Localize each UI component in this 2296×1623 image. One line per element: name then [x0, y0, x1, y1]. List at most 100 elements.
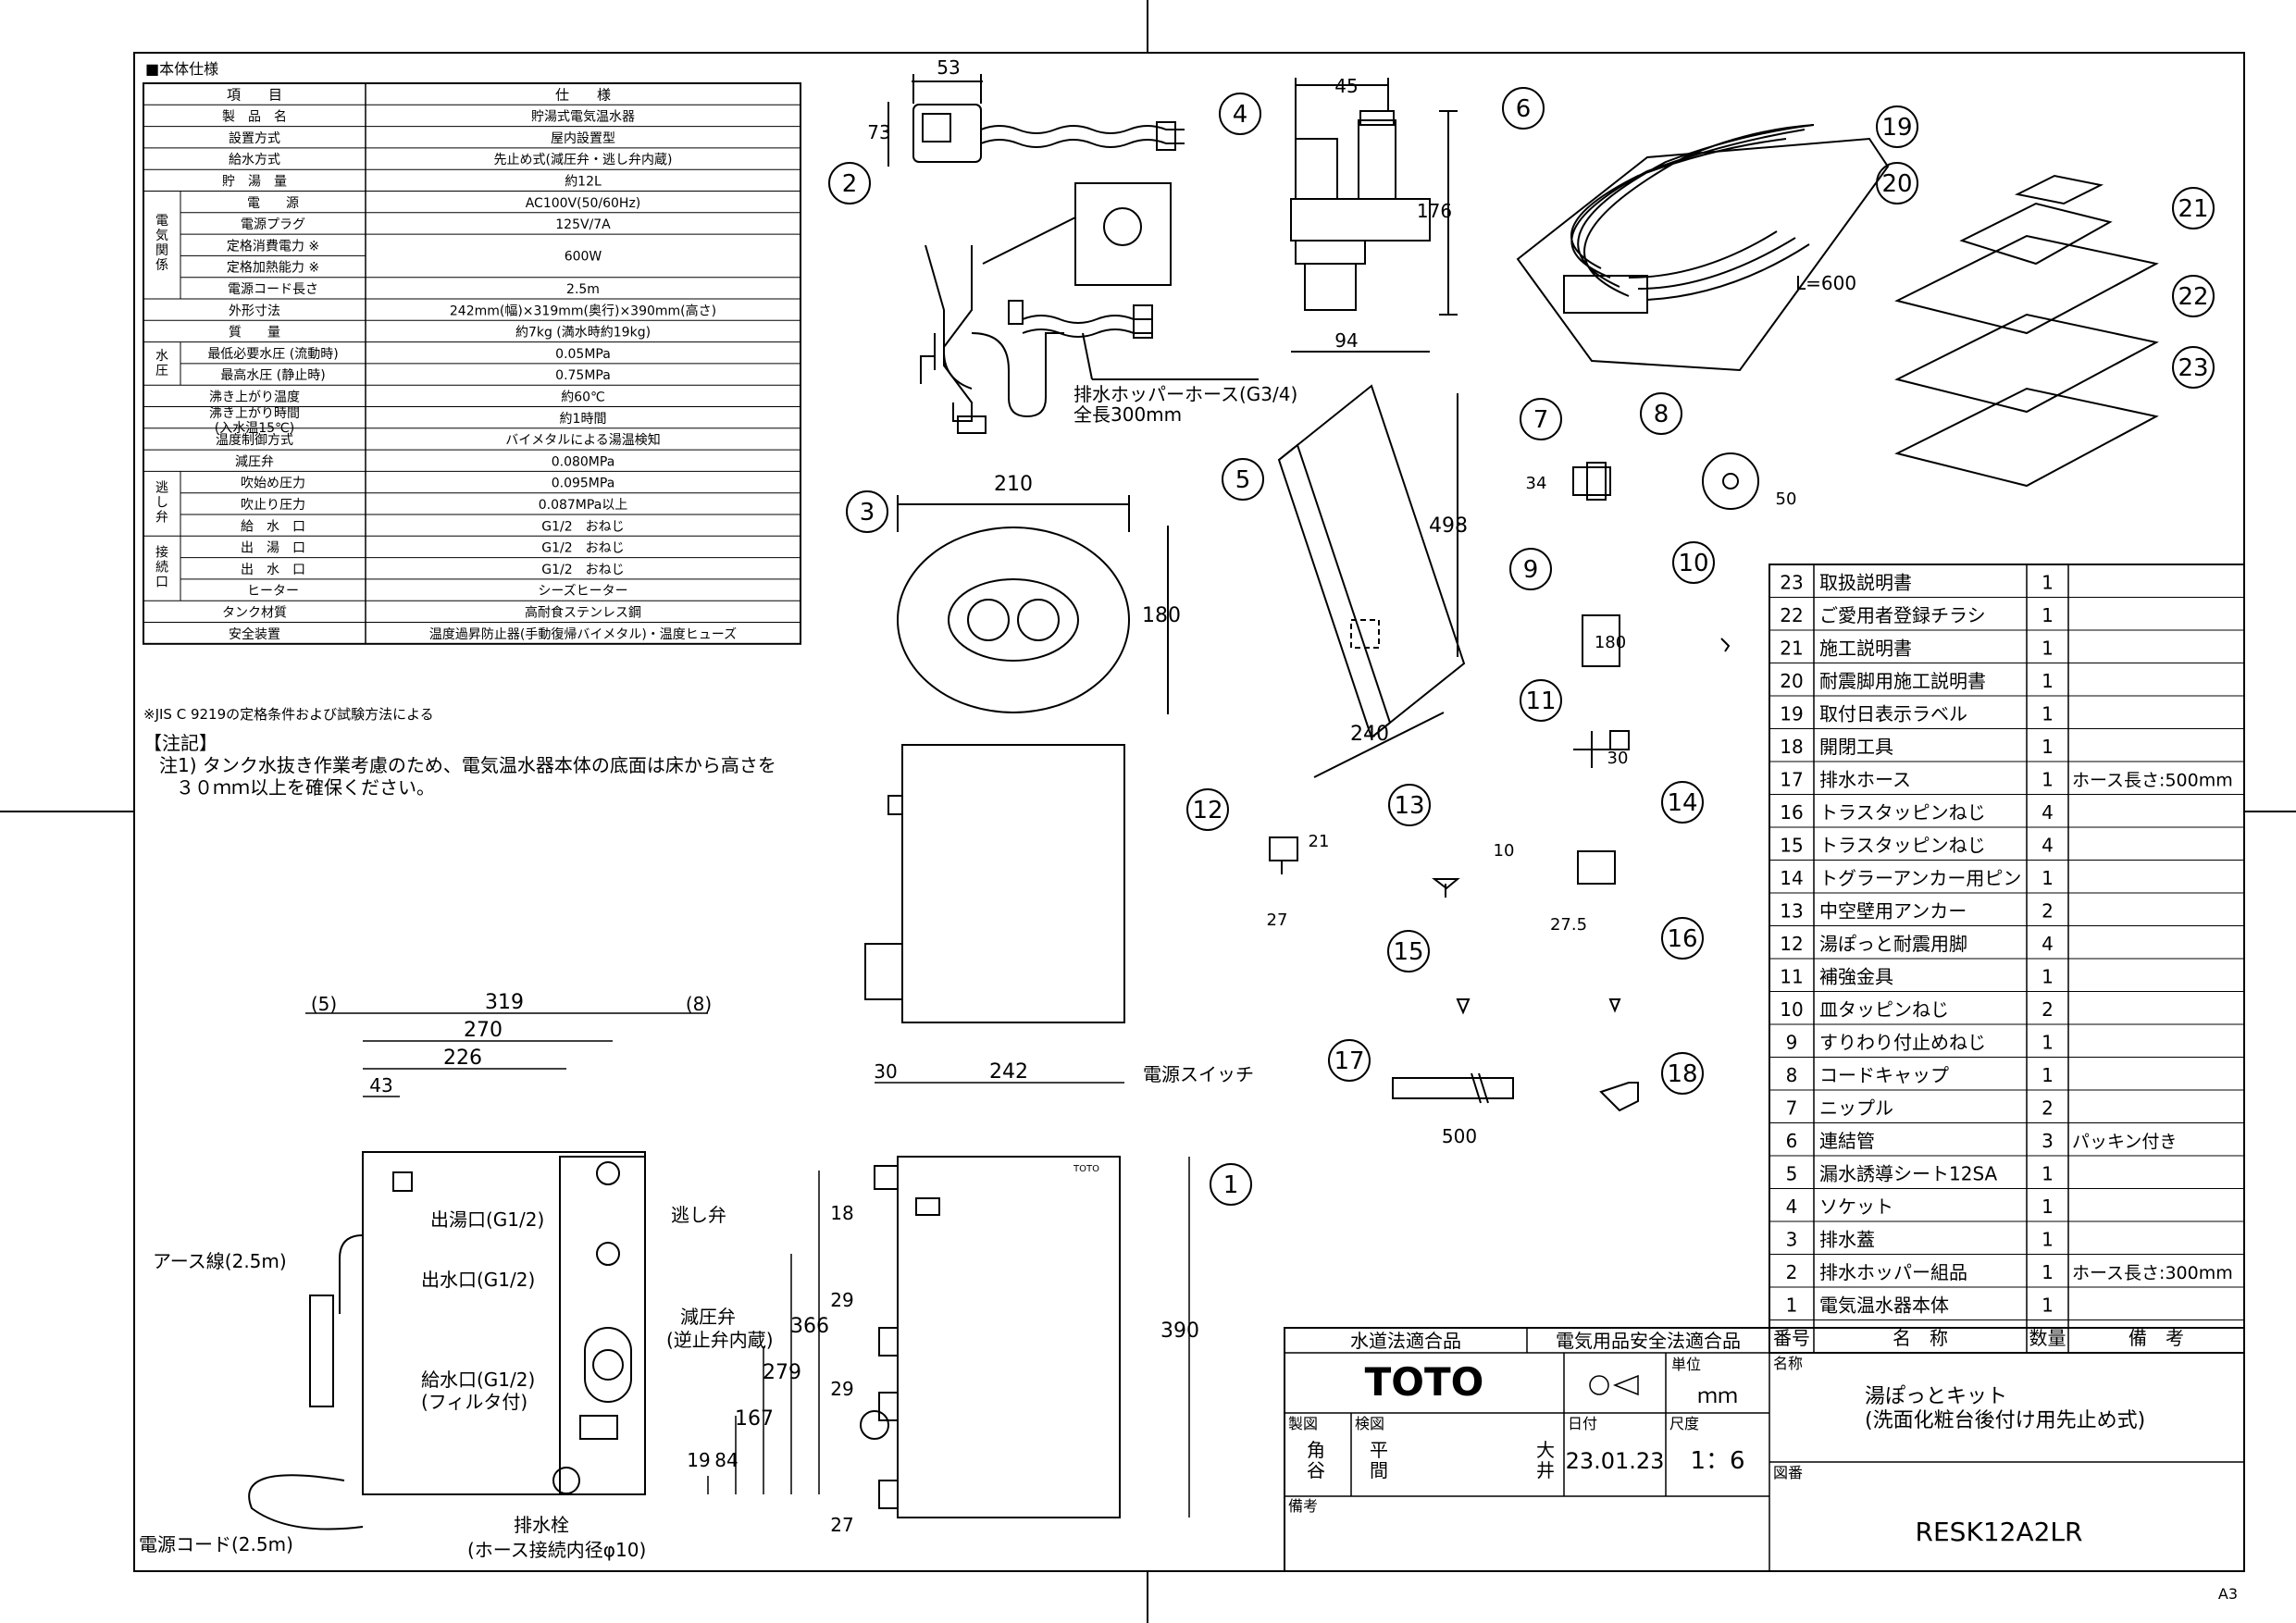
spec-group-label: 口 [155, 575, 168, 589]
spec-group-label: 続 [155, 559, 168, 575]
part-number: 16 [1780, 801, 1803, 824]
spec-value: 125V/7A [555, 217, 611, 232]
part-name: 湯ぽっと耐震用脚 [1819, 933, 1967, 955]
spec-item: 製 品 名 [222, 110, 287, 125]
spec-value: 0.095MPa [552, 477, 615, 491]
sheet-size: A3 [2218, 1585, 2238, 1603]
header-qty: 数量 [2029, 1327, 2066, 1349]
hopper-side-view [920, 182, 1259, 434]
dim: 21 [1309, 832, 1330, 851]
part-name: 排水蓋 [1819, 1229, 1875, 1251]
unit-side-view [864, 744, 1125, 1023]
spec-value: 温度過昇防止器(手動復帰バイメタル)・温度ヒューズ [429, 626, 737, 642]
cert-electrical: 電気用品安全法適合品 [1556, 1330, 1741, 1352]
callout-circle [1661, 917, 1704, 960]
dim: 18 [830, 1202, 853, 1224]
part-qty: 1 [2042, 1196, 2054, 1218]
header-name: 名 称 [1893, 1327, 1948, 1349]
spec-item: 最低必要水圧 (流動時) [207, 347, 338, 362]
dim: 10 [1494, 841, 1515, 861]
part-number: 14 [1780, 867, 1803, 889]
part-qty: 1 [2042, 1032, 2054, 1054]
callout-number: 19 [1881, 114, 1912, 142]
dim: 500 [1442, 1125, 1477, 1147]
part-number: 23 [1780, 572, 1803, 594]
part-name: 耐震脚用施工説明書 [1819, 670, 1986, 692]
checked-label: 検図 [1355, 1415, 1384, 1432]
spec-group-label: 関 [155, 243, 168, 258]
spec-value: 約12L [565, 175, 602, 190]
dim: 366 [790, 1315, 829, 1338]
spec-heading: ■本体仕様 [145, 60, 218, 78]
part-qty: 4 [2042, 801, 2054, 824]
callout-number: 18 [1667, 1060, 1697, 1088]
spec-group-label: 係 [155, 258, 168, 273]
spec-value: 0.75MPa [555, 368, 611, 383]
spec-item: 給水方式 [229, 153, 280, 167]
part-name: 取扱説明書 [1819, 572, 1912, 594]
callout-number: 3 [860, 499, 875, 527]
projection-symbol [1589, 1375, 1609, 1395]
name-label: 名称 [1773, 1355, 1803, 1372]
scale-label: 尺度 [1669, 1415, 1699, 1432]
spec-item: 電 源 [247, 196, 299, 211]
socket-drawing [1290, 78, 1458, 353]
dim: 73 [867, 121, 890, 143]
part-number: 3 [1786, 1229, 1798, 1251]
part-number: 15 [1780, 835, 1803, 857]
earth-wire-label: アース線(2.5m) [153, 1250, 287, 1272]
spec-item: 質 量 [229, 326, 280, 341]
remarks-label: 備考 [1288, 1497, 1318, 1515]
unit-value: ｍｍ [1697, 1385, 1738, 1408]
dim: 45 [1334, 75, 1358, 97]
part-number: 5 [1786, 1163, 1798, 1185]
drawing-labels: 排水ホッパーホース(G3/4)全長300mmL=600出湯口(G1/2)逃し弁出… [139, 56, 1856, 1561]
callout-number: 4 [1233, 101, 1248, 129]
dim: 210 [994, 473, 1033, 496]
spec-item: 沸き上がり時間 [209, 406, 300, 421]
checked-by: 間 [1370, 1459, 1388, 1481]
spec-item: 外形寸法 [229, 304, 280, 318]
dim: 319 [485, 991, 524, 1014]
approved-by: 井 [1536, 1459, 1555, 1481]
document-sheets [1894, 174, 2159, 488]
spec-value: G1/2 おねじ [541, 519, 624, 534]
part-qty: 1 [2042, 1229, 2054, 1251]
part-qty: 1 [2042, 1163, 2054, 1185]
part-number: 20 [1780, 670, 1803, 692]
callout-number: 13 [1394, 792, 1424, 820]
part-number: 18 [1780, 736, 1803, 758]
spec-value: 先止め式(減圧弁・逃し弁内蔵) [494, 152, 673, 167]
spec-value: 屋内設置型 [551, 131, 615, 146]
part-name: すりわり付止めねじ [1819, 1032, 1986, 1054]
part-number: 13 [1780, 900, 1803, 923]
callout-circle [1509, 548, 1552, 590]
spec-item: 吹止り圧力 [241, 498, 305, 513]
part-qty: 1 [2042, 867, 2054, 889]
callout-number: 20 [1881, 170, 1912, 198]
callout-number: 1 [1223, 1171, 1239, 1199]
part-note: パッキン付き [2072, 1132, 2177, 1152]
callout-number: 5 [1235, 466, 1251, 494]
callout-circle [1661, 781, 1704, 824]
callout-circle [1876, 162, 1918, 204]
part-number: 10 [1780, 998, 1803, 1021]
dim: 43 [369, 1074, 392, 1096]
spec-item: 定格加熱能力 ※ [227, 261, 319, 276]
spec-item: 安全装置 [229, 626, 280, 642]
approved-by: 大 [1536, 1439, 1555, 1461]
hopper-hose-label: 排水ホッパーホース(G3/4) [1074, 383, 1297, 405]
part-name: トグラーアンカー用ピン [1819, 867, 2021, 889]
part-name: 排水ホース [1819, 769, 1911, 791]
dim: 29 [830, 1378, 853, 1400]
spec-group-label: 電 [155, 214, 168, 229]
drawing-date: 23.01.23 [1566, 1448, 1665, 1474]
pipe-length-label: L=600 [1795, 272, 1856, 294]
part-name: トラスタッピンねじ [1819, 801, 1986, 824]
spec-item: タンク材質 [222, 606, 287, 621]
spec-item: 出 水 口 [241, 563, 305, 577]
part-qty: 1 [2042, 769, 2054, 791]
callout-circle [1186, 788, 1229, 831]
spec-item: 温度制御方式 [216, 433, 293, 448]
